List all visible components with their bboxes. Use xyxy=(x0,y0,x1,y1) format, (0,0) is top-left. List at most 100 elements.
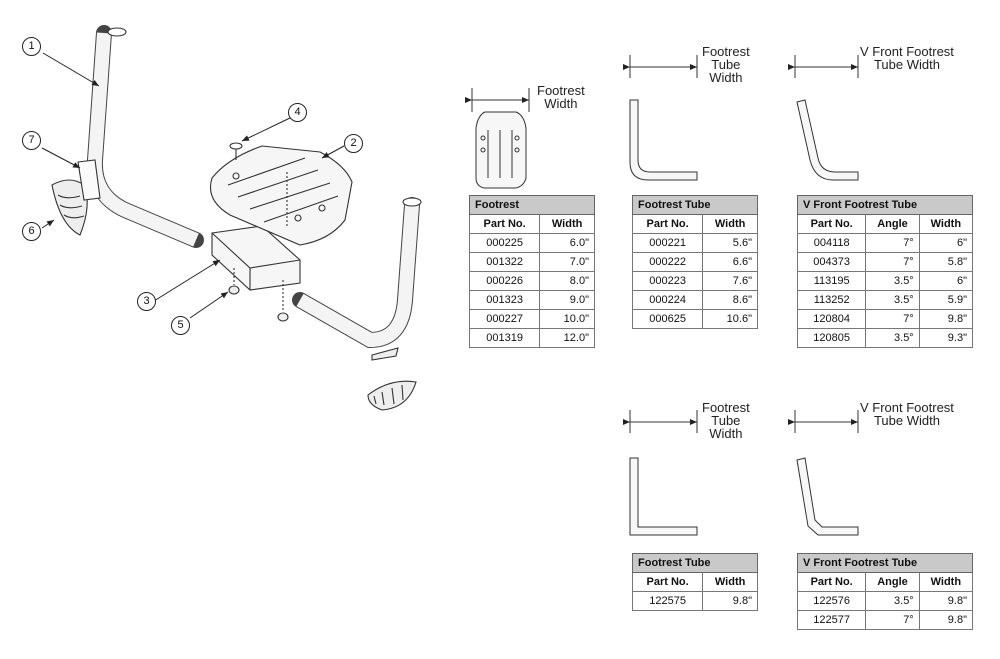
column-header: Part No. xyxy=(631,214,704,234)
callout-3: 3 xyxy=(137,292,156,311)
table-cell: 9.8" xyxy=(918,591,974,611)
footrest-tube-drawing-2 xyxy=(623,410,698,536)
footrest-width-drawing xyxy=(465,88,530,189)
dim-line: V Front Footrest xyxy=(860,44,954,59)
table-cell: 6" xyxy=(918,271,974,291)
callout-1: 1 xyxy=(22,37,41,56)
v-front-tube-drawing xyxy=(788,55,859,181)
table-cell: 113195 xyxy=(796,271,867,291)
right-footrest-tube xyxy=(292,197,422,349)
column-header: Width xyxy=(539,214,595,234)
table-title: Footrest Tube xyxy=(632,553,758,573)
heel-loop-right xyxy=(367,347,417,411)
dim-line: Footrest xyxy=(702,44,750,59)
table-cell: 000221 xyxy=(631,233,704,253)
dim-line: Width xyxy=(709,70,743,85)
footrest-tube-width-label: Footrest Tube Width xyxy=(702,45,750,84)
v-front-tube-drawing-2 xyxy=(788,410,859,536)
table-title: V Front Footrest Tube xyxy=(797,195,973,215)
table-title: Footrest Tube xyxy=(632,195,758,215)
dim-line: Tube Width xyxy=(873,57,940,72)
table-cell: 6.0" xyxy=(539,233,595,253)
column-header: Width xyxy=(702,572,758,592)
table-cell: 000222 xyxy=(631,252,704,272)
column-header: Part No. xyxy=(796,214,867,234)
table-cell: 000227 xyxy=(468,309,541,329)
table-title: Footrest xyxy=(469,195,595,215)
table-cell: 9.8" xyxy=(918,610,974,630)
left-footrest-tube xyxy=(86,25,204,248)
table-cell: 120804 xyxy=(796,309,867,329)
table-cell: 113252 xyxy=(796,290,867,310)
dim-line: Width xyxy=(544,96,578,111)
table-cell: 10.0" xyxy=(539,309,595,329)
table-cell: 3.5° xyxy=(865,290,920,310)
dim-line: Tube xyxy=(711,413,741,428)
table-cell: 6" xyxy=(918,233,974,253)
table-cell: 3.5° xyxy=(865,591,920,611)
table-cell: 5.8" xyxy=(918,252,974,272)
table-cell: 10.6" xyxy=(702,309,758,329)
table-cell: 5.6" xyxy=(702,233,758,253)
table-cell: 3.5° xyxy=(865,271,920,291)
dim-line: Footrest xyxy=(537,83,585,98)
table-title-row: V Front Footrest Tube xyxy=(797,553,973,573)
table-cell: 122575 xyxy=(631,591,704,611)
table-header-row: Part No.Width xyxy=(631,214,758,234)
table-cell: 9.8" xyxy=(702,591,758,611)
column-header: Angle xyxy=(865,214,920,234)
column-header: Part No. xyxy=(796,572,867,592)
table-cell: 7° xyxy=(865,610,920,630)
footrest-tube-width-label-2: Footrest Tube Width xyxy=(702,401,750,440)
table-cell: 9.8" xyxy=(918,309,974,329)
callout-4: 4 xyxy=(288,103,307,122)
table-cell: 000225 xyxy=(468,233,541,253)
footplate xyxy=(209,145,353,246)
exploded-assembly xyxy=(51,25,422,411)
table-cell: 9.0" xyxy=(539,290,595,310)
column-header: Width xyxy=(918,572,974,592)
callout-7: 7 xyxy=(22,131,41,150)
table-cell: 5.9" xyxy=(918,290,974,310)
column-header: Part No. xyxy=(631,572,704,592)
table-title-row: Footrest Tube xyxy=(632,195,758,215)
table-cell: 004373 xyxy=(796,252,867,272)
table-title-row: Footrest Tube xyxy=(632,553,758,573)
dim-line: Width xyxy=(709,426,743,441)
callout-5: 5 xyxy=(171,316,190,335)
heel-loop-left xyxy=(51,179,88,236)
tube-insert xyxy=(77,159,101,201)
v-front-tube-width-label-2: V Front Footrest Tube Width xyxy=(860,401,954,427)
table-cell: 000625 xyxy=(631,309,704,329)
table-header-row: Part No.Width xyxy=(468,214,595,234)
table-title-row: Footrest xyxy=(469,195,595,215)
table-cell: 000226 xyxy=(468,271,541,291)
table-cell: 7° xyxy=(865,309,920,329)
table-cell: 001319 xyxy=(468,328,541,348)
table-cell: 7° xyxy=(865,252,920,272)
table-cell: 120805 xyxy=(796,328,867,348)
v-front-tube-width-label: V Front Footrest Tube Width xyxy=(860,45,954,71)
table-cell: 001323 xyxy=(468,290,541,310)
table-title-row: V Front Footrest Tube xyxy=(797,195,973,215)
